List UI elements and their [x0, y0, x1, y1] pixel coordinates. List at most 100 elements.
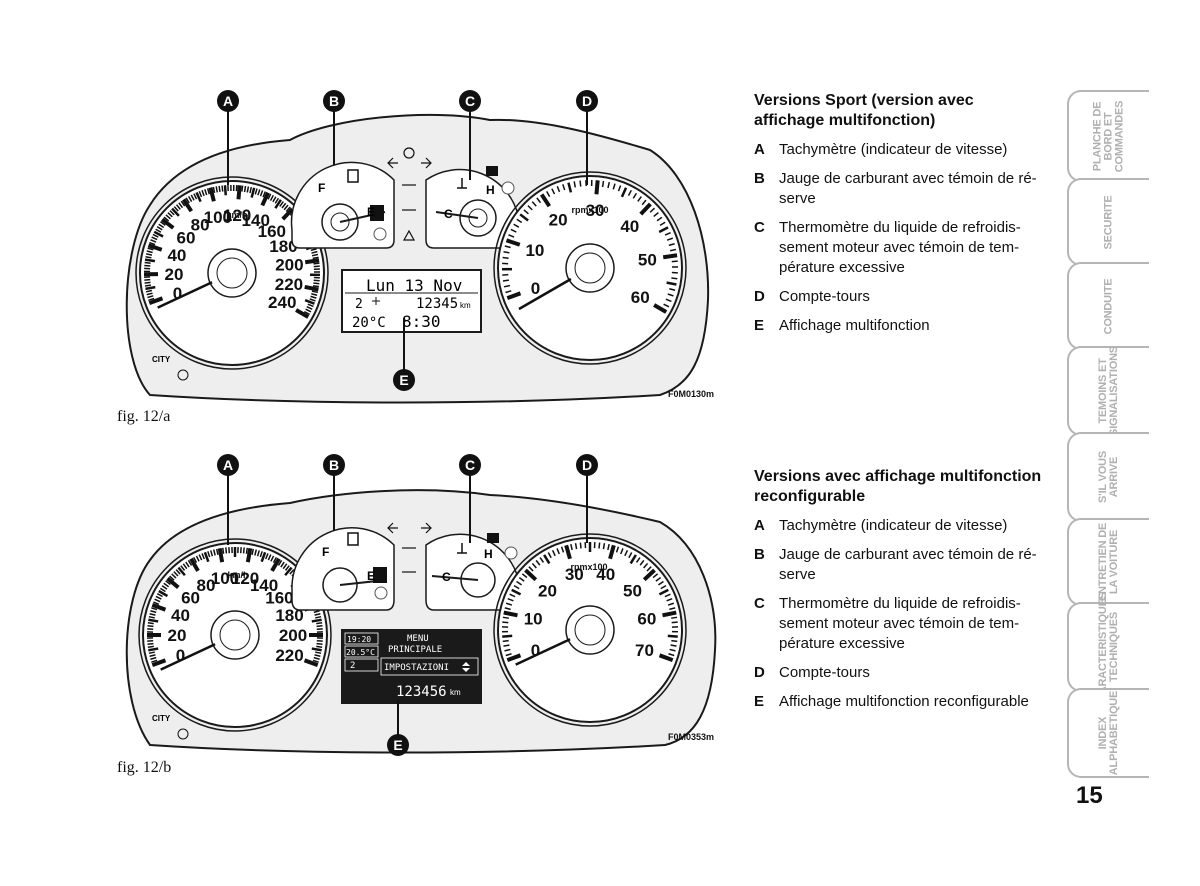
dial-tick [665, 298, 672, 303]
dial-tick [304, 258, 320, 265]
dial-tick [528, 566, 534, 572]
dial-tick [620, 548, 624, 555]
tab-temoins[interactable]: TEMOINS ET SIGNALISATIONS [1067, 346, 1149, 436]
dial-number: 100 [204, 208, 232, 227]
dial-tick [147, 622, 154, 625]
dial-number: 20 [549, 211, 568, 230]
tab-label: S'IL VOUS ARRIVE [1097, 451, 1120, 503]
dial-tick [671, 277, 678, 280]
dial-tick [259, 551, 263, 558]
tab-index[interactable]: INDEX ALPHABETIQUE [1067, 688, 1149, 778]
dial-tick [156, 226, 163, 231]
dial-tick [256, 550, 260, 557]
tab-securite[interactable]: SECURITE [1067, 178, 1149, 266]
dial-tick [189, 557, 200, 572]
tab-sil-vous-arrive[interactable]: S'IL VOUS ARRIVE [1067, 432, 1149, 522]
dial-tick [305, 308, 312, 313]
legend-text: Thermomètre du liquide de refroidis-seme… [779, 219, 1021, 276]
dial-tick [195, 555, 200, 562]
dial-tick [206, 188, 211, 195]
display-menu-line2: PRINCIPALE [388, 645, 442, 655]
dial-tick [185, 561, 190, 568]
tab-label: TEMOINS ET SIGNALISATIONS [1097, 346, 1121, 436]
dial-tick [148, 615, 155, 619]
dial-tick [518, 576, 525, 582]
dial-tick [513, 223, 520, 228]
dial-tick [144, 264, 151, 267]
dial-tick [658, 653, 674, 662]
dial-tick [283, 204, 289, 211]
dial-tick [215, 186, 219, 193]
dial-tick [516, 218, 523, 224]
section-title: Versions avec affichage multifonction re… [754, 468, 1042, 505]
display-time: 8:30 [402, 312, 441, 331]
dial-tick [653, 212, 659, 217]
dial-tick [284, 566, 293, 577]
dial-number: 50 [623, 582, 642, 601]
dial-tick [507, 597, 514, 602]
dial-tick [147, 645, 154, 648]
dial-number: 200 [275, 256, 303, 275]
dial-tick [316, 625, 323, 628]
section-title: Versions Sport (version avec affichage m… [754, 92, 974, 129]
dial-tick [158, 589, 169, 598]
dial-tick [272, 196, 277, 203]
dial-tick [519, 213, 529, 222]
dial-tick [222, 547, 225, 554]
dial-tick [574, 543, 578, 550]
dial-tick [602, 543, 606, 550]
section-sport-versions: Versions Sport (version avec affichage m… [754, 91, 1044, 345]
tab-conduite[interactable]: CONDUITE [1067, 262, 1149, 350]
dial-tick [153, 601, 160, 605]
city-label-a: CITY [152, 355, 171, 364]
dial-number: 220 [275, 646, 303, 665]
dial-tick [144, 281, 151, 284]
marker-circle [217, 454, 239, 476]
dial-tick [505, 238, 521, 247]
dial-tick [147, 247, 154, 251]
dial-tick [236, 185, 242, 200]
dial-number: 60 [181, 589, 200, 608]
marker-letter: E [399, 372, 408, 388]
tab-planche-de-bord[interactable]: PLANCHE DE BORD ET COMMANDES [1067, 90, 1149, 182]
dial-tick [560, 546, 565, 553]
dial-tick [666, 237, 674, 241]
dial-tick [642, 568, 656, 582]
dial-tick [282, 563, 288, 570]
dial-tick [502, 639, 509, 643]
dial-tick [284, 565, 290, 571]
temp-cold-label: C [444, 207, 453, 221]
dial-unit: rpmx100 [571, 205, 608, 215]
dial-tick [215, 548, 219, 555]
dial-tick [653, 303, 668, 314]
dial-tick [655, 576, 662, 582]
dial-tick [666, 597, 673, 602]
legend-text: Compte-tours [779, 664, 870, 681]
marker-circle [387, 734, 409, 756]
dial-tick [624, 550, 629, 557]
marker-letter: C [465, 93, 475, 109]
dial-tick [639, 202, 652, 216]
dial-number: 0 [531, 641, 540, 660]
dial-tick [281, 202, 287, 209]
dial-tick [171, 573, 177, 579]
dial-tick [250, 187, 256, 198]
dial-tick [573, 181, 577, 188]
dial-tick [539, 557, 545, 563]
dial-tick [150, 239, 157, 243]
dial-tick [502, 621, 509, 624]
tab-caracteristiques[interactable]: CARACTERISTIQUES TECHNIQUES [1067, 592, 1149, 702]
tab-entretien[interactable]: ENTRETIEN DE LA VOITURE [1067, 518, 1149, 606]
dial-tick [173, 206, 179, 212]
dial-tick [274, 197, 280, 204]
dial-tick [193, 193, 198, 200]
dial-number: 160 [258, 222, 286, 241]
dial-tick [662, 610, 677, 618]
